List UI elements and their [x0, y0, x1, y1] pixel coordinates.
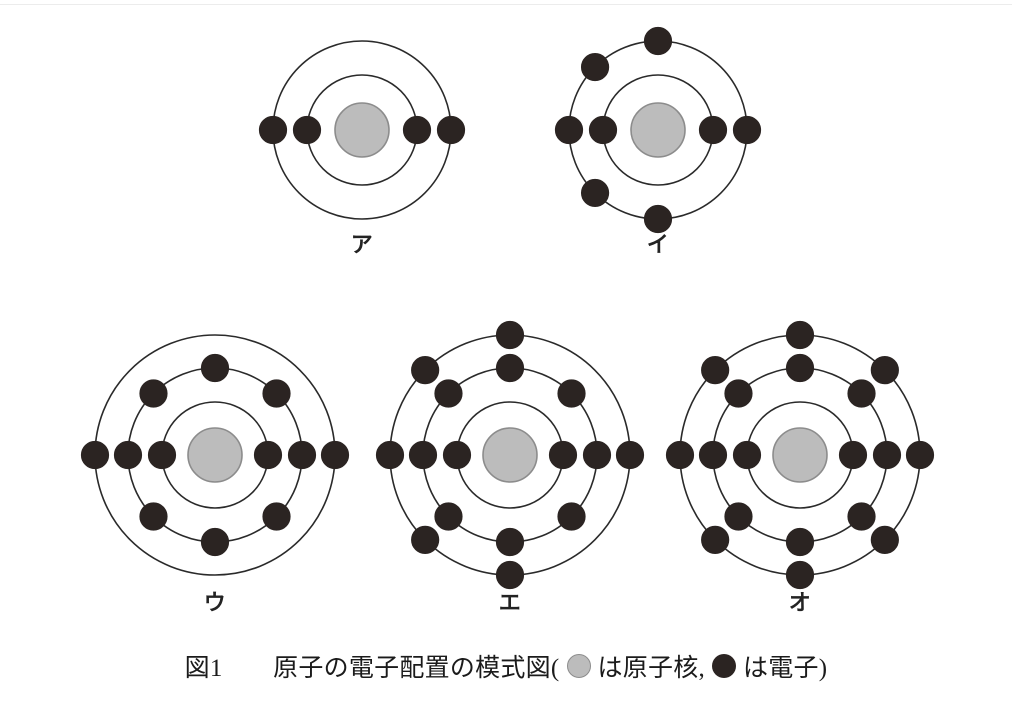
caption-electron-label: は電子) [743, 655, 828, 682]
electron-s2-1 [258, 115, 288, 145]
electron-s2-3 [408, 440, 438, 470]
electron-s2-3 [698, 440, 728, 470]
nucleus [630, 102, 686, 158]
electron-s3-6 [615, 440, 645, 470]
nucleus [334, 102, 390, 158]
electron-s2-1 [785, 353, 815, 383]
atom-diagram-atom-a [248, 16, 476, 244]
atom-diagram-atom-o [653, 308, 947, 602]
nucleus [772, 427, 828, 483]
electron-s2-3 [554, 115, 584, 145]
electron-s2-7 [872, 440, 902, 470]
electron-s2-6 [732, 115, 762, 145]
atom-diagram-atom-u [68, 308, 362, 602]
atom-diagram-atom-e [363, 308, 657, 602]
atom-label-atom-a: ア [350, 232, 374, 257]
electron-s2-3 [113, 440, 143, 470]
electron-s3-5 [785, 560, 815, 590]
electron-dot-icon [712, 654, 737, 678]
electron-s2-6 [262, 502, 291, 531]
electron-s1-1 [292, 115, 322, 145]
electron-s3-1 [80, 440, 110, 470]
nucleus [482, 427, 538, 483]
electron-s2-1 [495, 353, 525, 383]
electron-s3-2 [701, 356, 730, 385]
electron-s2-4 [434, 502, 463, 531]
electron-s1-2 [838, 440, 868, 470]
electron-s3-2 [411, 356, 440, 385]
electron-s2-5 [495, 527, 525, 557]
electron-s3-6 [870, 525, 899, 554]
caption-nucleus-label: は原子核, [597, 655, 706, 682]
electron-s3-8 [870, 356, 899, 385]
electron-s1-2 [402, 115, 432, 145]
atom-label-atom-e: エ [498, 590, 522, 615]
atom-label-atom-i: イ [646, 232, 670, 257]
atom-label-atom-u: ウ [203, 590, 227, 615]
electron-s3-3 [375, 440, 405, 470]
electron-s2-6 [557, 502, 586, 531]
electron-s1-2 [548, 440, 578, 470]
electron-s3-1 [785, 320, 815, 350]
top-hairline [0, 4, 1012, 5]
electron-s2-1 [200, 353, 230, 383]
electron-s2-4 [580, 178, 610, 208]
electron-s2-8 [557, 379, 586, 408]
electron-s2-7 [582, 440, 612, 470]
nucleus [187, 427, 243, 483]
electron-s1-1 [442, 440, 472, 470]
caption-figure-number: 図1 [184, 655, 223, 682]
electron-s3-3 [665, 440, 695, 470]
electron-s1-1 [732, 440, 762, 470]
electron-s3-4 [411, 525, 440, 554]
electron-s1-2 [698, 115, 728, 145]
figure-caption: 図1 原子の電子配置の模式図( は原子核, は電子) [0, 648, 1012, 684]
electron-s2-5 [785, 527, 815, 557]
electron-s2-8 [847, 379, 876, 408]
electron-s3-5 [495, 560, 525, 590]
electron-s2-2 [139, 379, 168, 408]
electron-s2-6 [847, 502, 876, 531]
electron-s2-1 [643, 26, 673, 56]
electron-s2-7 [287, 440, 317, 470]
electron-s3-4 [701, 525, 730, 554]
electron-s2-2 [436, 115, 466, 145]
caption-main-text: 原子の電子配置の模式図( [273, 655, 560, 682]
electron-s3-2 [320, 440, 350, 470]
electron-s1-1 [147, 440, 177, 470]
electron-s1-2 [253, 440, 283, 470]
nucleus-circle-icon [566, 654, 591, 678]
electron-s2-2 [724, 379, 753, 408]
electron-s2-8 [262, 379, 291, 408]
electron-s2-5 [643, 204, 673, 234]
caption-spacer [223, 648, 274, 684]
atom-label-atom-o: オ [788, 590, 812, 615]
electron-s3-7 [905, 440, 935, 470]
electron-s2-4 [724, 502, 753, 531]
atom-diagram-atom-i [544, 16, 772, 244]
electron-s2-2 [434, 379, 463, 408]
electron-s2-2 [580, 52, 610, 82]
electron-s3-1 [495, 320, 525, 350]
electron-s2-4 [139, 502, 168, 531]
electron-s1-1 [588, 115, 618, 145]
electron-s2-5 [200, 527, 230, 557]
